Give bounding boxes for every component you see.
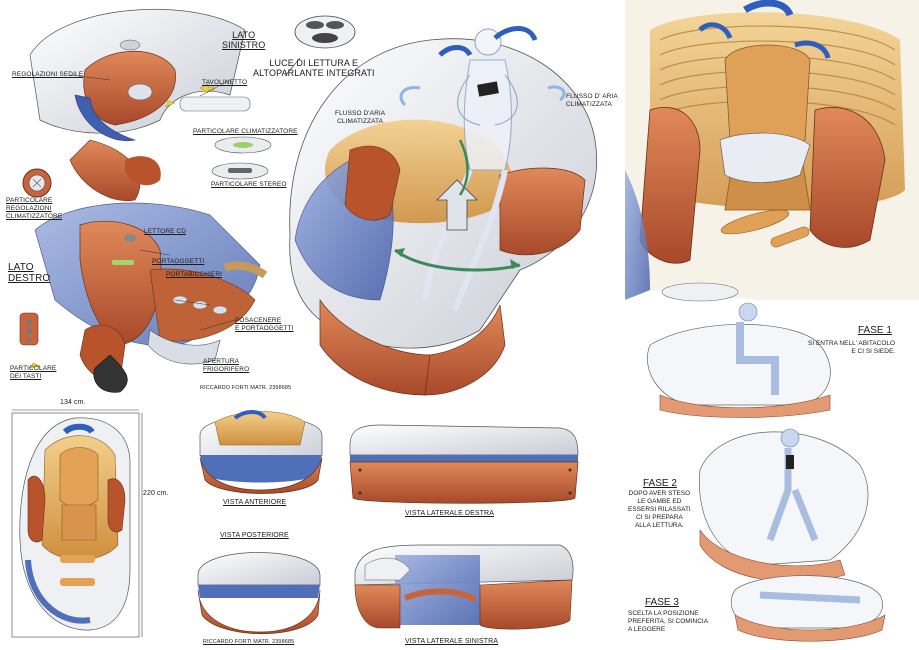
phase-2-text: DOPO AVER STESO LE GAMBE ED ESSERSI RILA… — [628, 490, 691, 529]
label-tavolinetto: TAVOLINETTO — [202, 79, 248, 86]
label-vista-laterale-sinistra: VISTA LATERALE SINISTRA — [405, 638, 499, 645]
front-view — [199, 410, 323, 494]
label-vista-laterale-destra: VISTA LATERALE DESTRA — [405, 510, 494, 517]
label-regolazioni-sedile: REGOLAZIONI SEDILE — [12, 71, 84, 78]
phase-3-title: FASE 3 — [645, 597, 679, 608]
reading-light-detail — [284, 15, 356, 77]
label-signature-bottom: RICCARDO FORTI MATR. 2398685 — [203, 639, 295, 645]
label-particolare-stereo: PARTICOLARE STEREO — [211, 181, 287, 188]
phase-1-title: FASE 1 — [858, 325, 892, 336]
label-lato-sinistro: LATO SINISTRO — [222, 30, 266, 50]
top-view-plan — [11, 409, 143, 638]
phase-1-text: SI ENTRA NELL' ABITACOLO E CI SI SIEDE. — [808, 340, 896, 355]
right-side-view — [349, 424, 579, 504]
label-posacenere: POSACENERE E PORTAOGGETTI — [235, 317, 294, 332]
phase-3-drawing — [730, 575, 886, 642]
phase-2-title: FASE 2 — [643, 478, 677, 489]
label-flusso-right: FLUSSO D' ARIA CLIMATIZZATA — [566, 93, 618, 108]
central-pod-perspective — [289, 26, 598, 396]
label-vista-posteriore: VISTA POSTERIORE — [220, 532, 289, 539]
label-lettore-cd: LETTORE CD — [144, 228, 187, 235]
leader-lines — [69, 74, 236, 331]
label-lato-destro: LATO DESTRO — [8, 262, 51, 284]
interior-closeup — [625, 0, 919, 302]
left-side-detail — [29, 8, 272, 202]
label-particolare-climatizzatore: PARTICOLARE CLIMATIZZATORE — [193, 128, 298, 135]
label-apertura-frigorifero: APERTURA FRIGORIFERO — [203, 358, 250, 373]
right-side-detail — [19, 202, 268, 393]
phase-3-text: SCELTA LA POSIZIONE PREFERITA, SI COMINC… — [628, 610, 709, 633]
phase-1-drawing — [647, 302, 831, 418]
phase-2-drawing — [699, 428, 869, 583]
label-vista-anteriore: VISTA ANTERIORE — [223, 499, 287, 506]
label-portabicchieri: PORTABICCHIERI — [166, 271, 223, 278]
label-luce-lettura: LUCE DI LETTURA E ALTOPARLANTE INTEGRATI — [253, 58, 375, 78]
rear-view — [197, 552, 321, 635]
label-particolare-tasti: PARTICOLARE DEI TASTI — [10, 365, 57, 380]
label-portaoggetti: PORTAOGGETTI — [152, 258, 205, 265]
label-dim-length: 220 cm. — [143, 490, 169, 497]
climate-knob-detail — [22, 168, 52, 198]
label-signature-top: RICCARDO FORTI MATR. 2398685 — [200, 385, 292, 391]
label-flusso-left: FLUSSO D'ARIA CLIMATIZZATA — [335, 110, 386, 125]
label-particolare-regolazioni: PARTICOLARE REGOLAZIONI CLIMATIZZATORE — [6, 197, 63, 220]
label-dim-width: 134 cm. — [60, 399, 86, 406]
left-side-view — [354, 544, 574, 630]
